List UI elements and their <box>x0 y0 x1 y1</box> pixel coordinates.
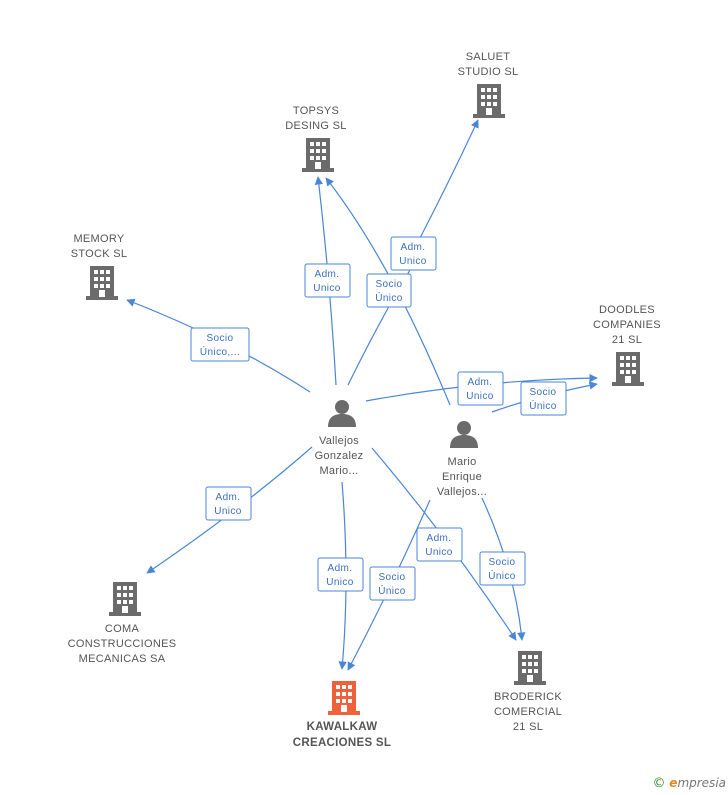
building-icon <box>109 582 141 616</box>
node-label: Vallejos... <box>437 486 487 498</box>
badge-socio-unico-memory[interactable]: Socio Único,... <box>190 327 250 362</box>
node-coma[interactable]: COMA CONSTRUCCIONES MECANICAS SA <box>68 582 177 665</box>
node-memory[interactable]: MEMORY STOCK SL <box>71 233 128 300</box>
building-icon <box>514 651 546 685</box>
svg-text:Adm.: Adm. <box>468 377 493 388</box>
node-label: MECANICAS SA <box>79 653 166 665</box>
svg-text:Único,...: Único,... <box>200 345 240 358</box>
edge-mario-saluet <box>419 119 479 239</box>
relation-badges: Adm. Unico Adm. Unico Socio Único Socio … <box>190 236 567 601</box>
node-label: Gonzalez <box>315 450 364 462</box>
svg-text:Adm.: Adm. <box>427 533 452 544</box>
badge-socio-unico-kawalkaw[interactable]: Socio Único <box>369 566 416 601</box>
building-icon <box>473 84 505 118</box>
empresia-watermark[interactable]: © empresia <box>652 776 726 791</box>
node-broderick[interactable]: BRODERICK COMERCIAL 21 SL <box>494 651 562 733</box>
node-vallejos[interactable]: Vallejos Gonzalez Mario... <box>315 400 364 477</box>
svg-text:Socio: Socio <box>529 387 556 398</box>
badge-socio-unico-broderick[interactable]: Socio Único <box>479 551 526 586</box>
node-kawalkaw[interactable]: KAWALKAW CREACIONES SL <box>293 681 391 749</box>
svg-text:Socio: Socio <box>488 557 515 568</box>
badge-adm-unico-doodles[interactable]: Adm. Unico <box>457 371 504 406</box>
node-label: Vallejos <box>319 435 359 447</box>
node-label: Mario <box>447 456 476 468</box>
svg-text:Unico: Unico <box>399 256 427 267</box>
node-topsys[interactable]: TOPSYS DESING SL <box>285 105 346 172</box>
node-label: DOODLES <box>599 304 655 316</box>
badge-socio-unico-topsys[interactable]: Socio Único <box>366 273 412 308</box>
svg-text:Socio: Socio <box>378 572 405 583</box>
node-label: STUDIO SL <box>458 66 519 78</box>
node-label: MEMORY <box>73 233 124 245</box>
svg-text:Único: Único <box>378 584 406 597</box>
svg-text:Unico: Unico <box>313 283 341 294</box>
node-label: DESING SL <box>285 120 346 132</box>
badge-adm-unico-topsys[interactable]: Adm. Unico <box>304 263 351 298</box>
node-label: STOCK SL <box>71 248 128 260</box>
node-label: COMERCIAL <box>494 706 562 718</box>
badge-adm-unico-coma[interactable]: Adm. Unico <box>205 486 252 521</box>
svg-text:Adm.: Adm. <box>315 269 340 280</box>
building-icon <box>302 138 334 172</box>
svg-text:Único: Único <box>488 569 516 582</box>
node-mario[interactable]: Mario Enrique Vallejos... <box>437 421 487 498</box>
node-label: BRODERICK <box>494 691 562 703</box>
node-label: KAWALKAW <box>307 721 378 733</box>
svg-text:Unico: Unico <box>466 391 494 402</box>
badge-adm-unico-saluet[interactable]: Adm. Unico <box>390 236 437 271</box>
node-label: SALUET <box>466 51 511 63</box>
badge-adm-unico-kawalkaw[interactable]: Adm. Unico <box>317 557 364 592</box>
building-icon <box>328 681 360 715</box>
node-label: 21 SL <box>612 334 642 346</box>
svg-text:Único: Único <box>529 399 557 412</box>
node-label: 21 SL <box>513 721 543 733</box>
person-icon <box>450 421 478 448</box>
svg-text:Socio: Socio <box>206 333 233 344</box>
person-icon <box>328 400 356 427</box>
badge-socio-unico-doodles[interactable]: Socio Único <box>520 381 567 416</box>
svg-text:Unico: Unico <box>326 577 354 588</box>
svg-text:Unico: Unico <box>425 547 453 558</box>
building-icon <box>612 352 644 386</box>
node-doodles[interactable]: DOODLES COMPANIES 21 SL <box>593 304 661 386</box>
node-label: COMA <box>105 623 140 635</box>
svg-text:Socio: Socio <box>375 279 402 290</box>
node-label: CONSTRUCCIONES <box>68 638 177 650</box>
node-saluet[interactable]: SALUET STUDIO SL <box>458 51 519 118</box>
svg-text:Adm.: Adm. <box>216 492 241 503</box>
svg-text:Adm.: Adm. <box>328 563 353 574</box>
node-label: Enrique <box>442 471 482 483</box>
node-label: COMPANIES <box>593 319 661 331</box>
svg-text:Único: Único <box>375 291 403 304</box>
node-label: Mario... <box>319 465 358 477</box>
node-label: CREACIONES SL <box>293 737 391 749</box>
building-icon <box>86 266 118 300</box>
copyright-icon: © <box>652 776 666 791</box>
badge-adm-unico-broderick[interactable]: Adm. Unico <box>416 527 463 562</box>
svg-text:Adm.: Adm. <box>401 242 426 253</box>
brand-logo: empresia <box>669 776 726 790</box>
svg-text:Unico: Unico <box>214 506 242 517</box>
node-label: TOPSYS <box>293 105 339 117</box>
